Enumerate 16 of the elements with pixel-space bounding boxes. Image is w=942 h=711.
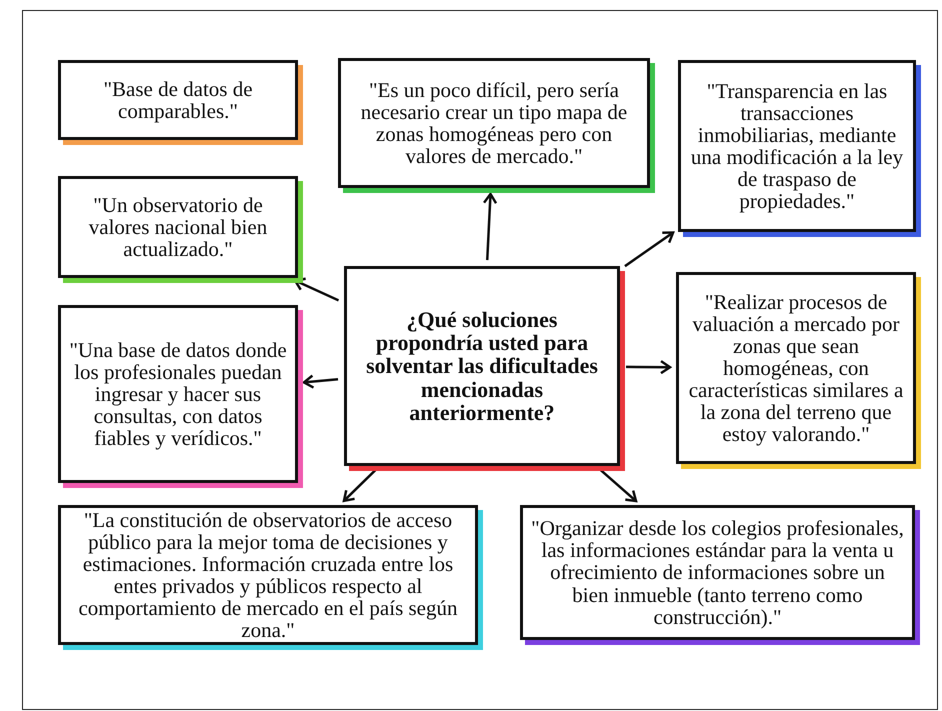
- quote-text: "Realizar procesos de valuación a mercado por zonas que sean homogéneas, con características similares a la zona del terreno que estoy valorando.": [688, 290, 904, 446]
- quote-text: "Base de datos de comparables.": [102, 78, 254, 122]
- question-text: ¿Qué soluciones propondría usted para solventar las dificultades mencionadas anteriormente?: [365, 308, 599, 424]
- arrow: [624, 231, 674, 268]
- arrow: [600, 469, 638, 502]
- arrow: [482, 192, 498, 260]
- arrow: [294, 278, 340, 302]
- arrow: [302, 374, 338, 389]
- quote-text: "Un observatorio de valores nacional bien actualizado.": [88, 194, 268, 260]
- arrow: [342, 469, 376, 502]
- quote-text: "Organizar desde los colegios profesionales, las informaciones estándar para la venta u ofrecimiento de informaciones sobre un bien inmueble (tanto terreno como construcción).": [531, 517, 904, 628]
- quote-text: "Transparencia en las transacciones inmobiliarias, mediante una modificación a la ley de traspaso de propiedades.": [690, 80, 904, 212]
- arrow: [626, 360, 672, 374]
- quote-text: "Es un poco difícil, pero sería necesario crear un tipo mapa de zonas homogéneas pero con valores de mercado.": [360, 78, 628, 168]
- quote-text: "Una base de datos donde los profesionales puedan ingresar y hacer sus consultas, con datos fiables y verídicos.": [69, 338, 287, 450]
- quote-text: "La constitución de observatorios de acceso público para la mejor toma de decisiones y estimaciones. Información cruzada entre los entes privados y públicos respecto al comportamiento de mercado en el país según zona.": [77, 508, 459, 642]
